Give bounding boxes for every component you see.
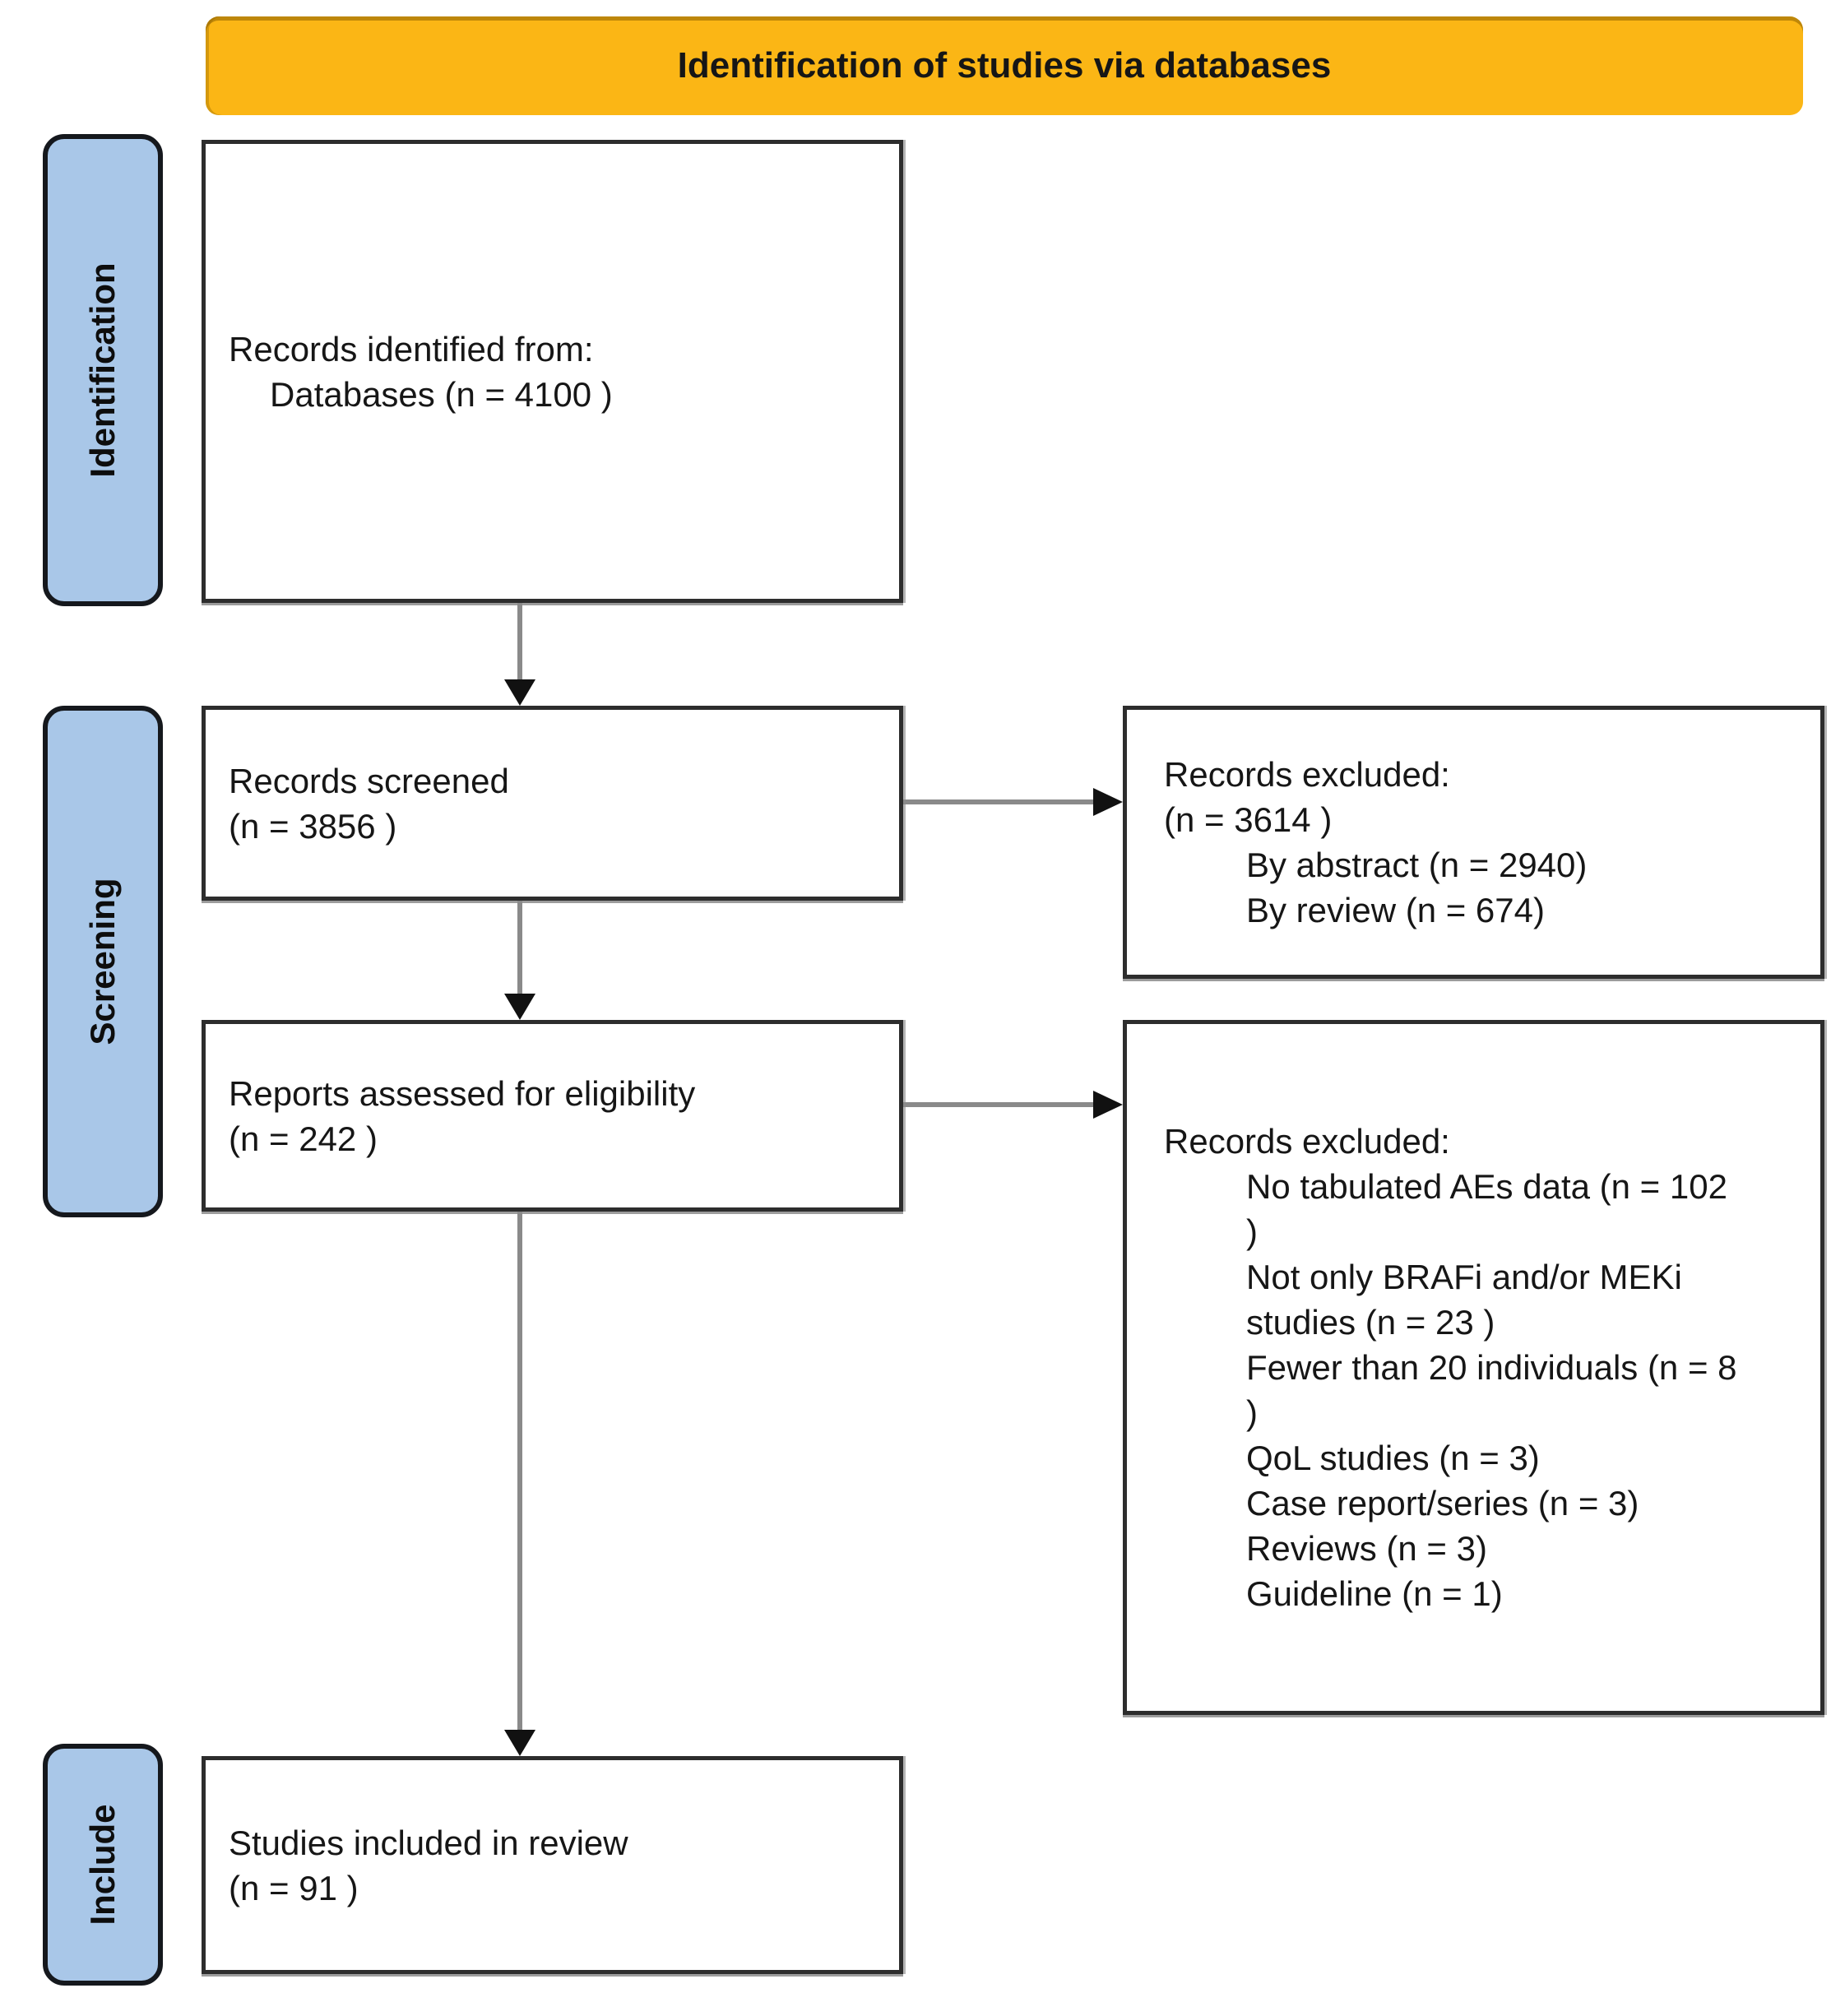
exclusion-reason: Reviews (n = 3) — [1246, 1529, 1487, 1568]
excluded-screening-count: (n = 3614 ) — [1164, 800, 1333, 839]
diagram-title: Identification of studies via databases — [677, 45, 1332, 86]
records-identified-line2: Databases (n = 4100 ) — [270, 374, 613, 414]
exclusion-reason: QoL studies (n = 3) — [1246, 1439, 1540, 1477]
arrow-assessed-to-excluded-head — [1093, 1091, 1123, 1119]
box-records-excluded-eligibility: Records excluded: No tabulated AEs data … — [1123, 1020, 1824, 1715]
reports-assessed-line2: (n = 242 ) — [229, 1119, 378, 1158]
records-screened-line2: (n = 3856 ) — [229, 806, 397, 846]
exclusion-reason: Case report/series (n = 3) — [1246, 1484, 1639, 1522]
arrow-assessed-to-excluded-shaft — [903, 1102, 1094, 1107]
stage-include-label: Include — [83, 1804, 122, 1926]
exclusion-reason: By review (n = 674) — [1246, 891, 1545, 929]
box-records-identified: Records identified from: Databases (n = … — [202, 140, 903, 603]
box-reports-assessed: Reports assessed for eligibility (n = 24… — [202, 1020, 903, 1212]
studies-included-line1: Studies included in review — [229, 1823, 628, 1862]
arrow-screened-to-assessed-head — [504, 994, 535, 1020]
excluded-screening-items: By abstract (n = 2940) By review (n = 674… — [1164, 842, 1796, 933]
arrow-assessed-to-included-shaft — [517, 1212, 522, 1731]
exclusion-reason: Not only BRAFi and/or MEKi studies (n = … — [1246, 1258, 1682, 1342]
stage-screening: Screening — [43, 706, 163, 1217]
exclusion-reason: Fewer than 20 individuals (n = 8 ) — [1246, 1348, 1737, 1432]
records-identified-line1: Records identified from: — [229, 329, 594, 368]
box-records-screened: Records screened (n = 3856 ) — [202, 706, 903, 901]
arrow-identified-to-screened-head — [504, 679, 535, 706]
arrow-screened-to-excluded-head — [1093, 788, 1123, 816]
records-screened-line1: Records screened — [229, 761, 509, 800]
stage-identification: Identification — [43, 134, 163, 606]
exclusion-reason: No tabulated AEs data (n = 102 ) — [1246, 1167, 1727, 1251]
arrow-identified-to-screened-shaft — [517, 603, 522, 681]
exclusion-reason: By abstract (n = 2940) — [1246, 846, 1588, 884]
stage-include: Include — [43, 1744, 163, 1986]
stage-screening-label: Screening — [83, 878, 122, 1045]
diagram-title-banner: Identification of studies via databases — [206, 16, 1803, 115]
excluded-eligibility-items: No tabulated AEs data (n = 102 )Not only… — [1164, 1164, 1796, 1616]
box-studies-included: Studies included in review (n = 91 ) — [202, 1756, 903, 1974]
reports-assessed-line1: Reports assessed for eligibility — [229, 1073, 696, 1113]
arrow-screened-to-assessed-shaft — [517, 901, 522, 995]
excluded-screening-title: Records excluded: — [1164, 755, 1450, 794]
excluded-eligibility-title: Records excluded: — [1164, 1122, 1450, 1161]
arrow-assessed-to-included-head — [504, 1730, 535, 1756]
exclusion-reason: Guideline (n = 1) — [1246, 1574, 1503, 1613]
studies-included-line2: (n = 91 ) — [229, 1868, 359, 1907]
box-records-excluded-screening: Records excluded: (n = 3614 ) By abstrac… — [1123, 706, 1824, 979]
arrow-screened-to-excluded-shaft — [903, 799, 1094, 804]
stage-identification-label: Identification — [83, 262, 122, 478]
